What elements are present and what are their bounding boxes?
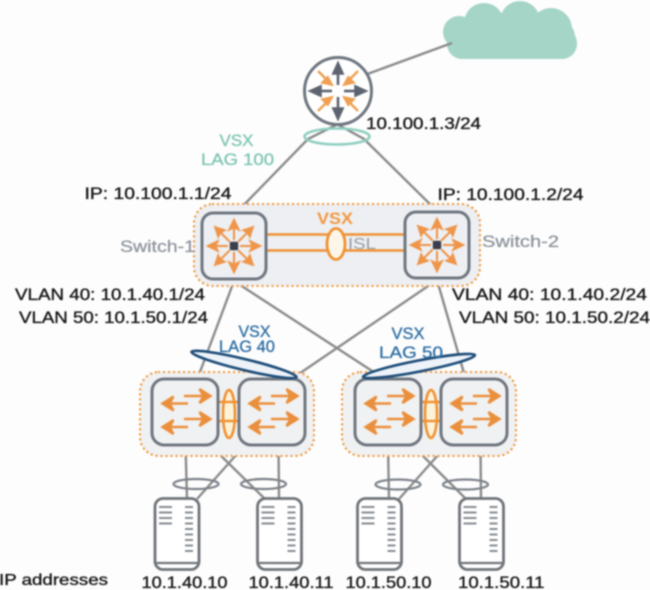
svg-text:LAG 40: LAG 40 <box>219 337 275 356</box>
svg-text:VLAN 50: 10.1.50.2/24: VLAN 50: 10.1.50.2/24 <box>459 308 650 327</box>
svg-text:IP: 10.100.1.2/24: IP: 10.100.1.2/24 <box>438 185 584 204</box>
svg-text:Switch-1: Switch-1 <box>120 237 195 256</box>
svg-text:10.1.40.11: 10.1.40.11 <box>249 573 334 590</box>
svg-text:VSX: VSX <box>392 324 425 343</box>
svg-text:IP addresses: IP addresses <box>0 572 108 589</box>
svg-text:VSX: VSX <box>317 209 354 228</box>
svg-text:IP: 10.100.1.1/24: IP: 10.100.1.1/24 <box>85 184 232 203</box>
svg-text:10.100.1.3/24: 10.100.1.3/24 <box>366 114 481 133</box>
svg-text:VLAN 50: 10.1.50.1/24: VLAN 50: 10.1.50.1/24 <box>19 308 208 327</box>
svg-text:LAG 50: LAG 50 <box>379 343 443 362</box>
svg-text:10.1.50.11: 10.1.50.11 <box>458 573 545 590</box>
svg-text:10.1.50.10: 10.1.50.10 <box>346 573 432 590</box>
svg-text:VLAN 40: 10.1.40.1/24: VLAN 40: 10.1.40.1/24 <box>15 285 205 304</box>
svg-text:VLAN 40: 10.1.40.2/24: VLAN 40: 10.1.40.2/24 <box>452 285 647 304</box>
svg-text:10.1.40.10: 10.1.40.10 <box>142 573 228 590</box>
svg-text:ISL: ISL <box>348 236 376 253</box>
svg-text:VSX: VSX <box>220 131 254 150</box>
svg-text:Switch-2: Switch-2 <box>482 232 559 251</box>
svg-text:VSX: VSX <box>239 322 271 341</box>
svg-text:LAG 100: LAG 100 <box>201 150 274 169</box>
